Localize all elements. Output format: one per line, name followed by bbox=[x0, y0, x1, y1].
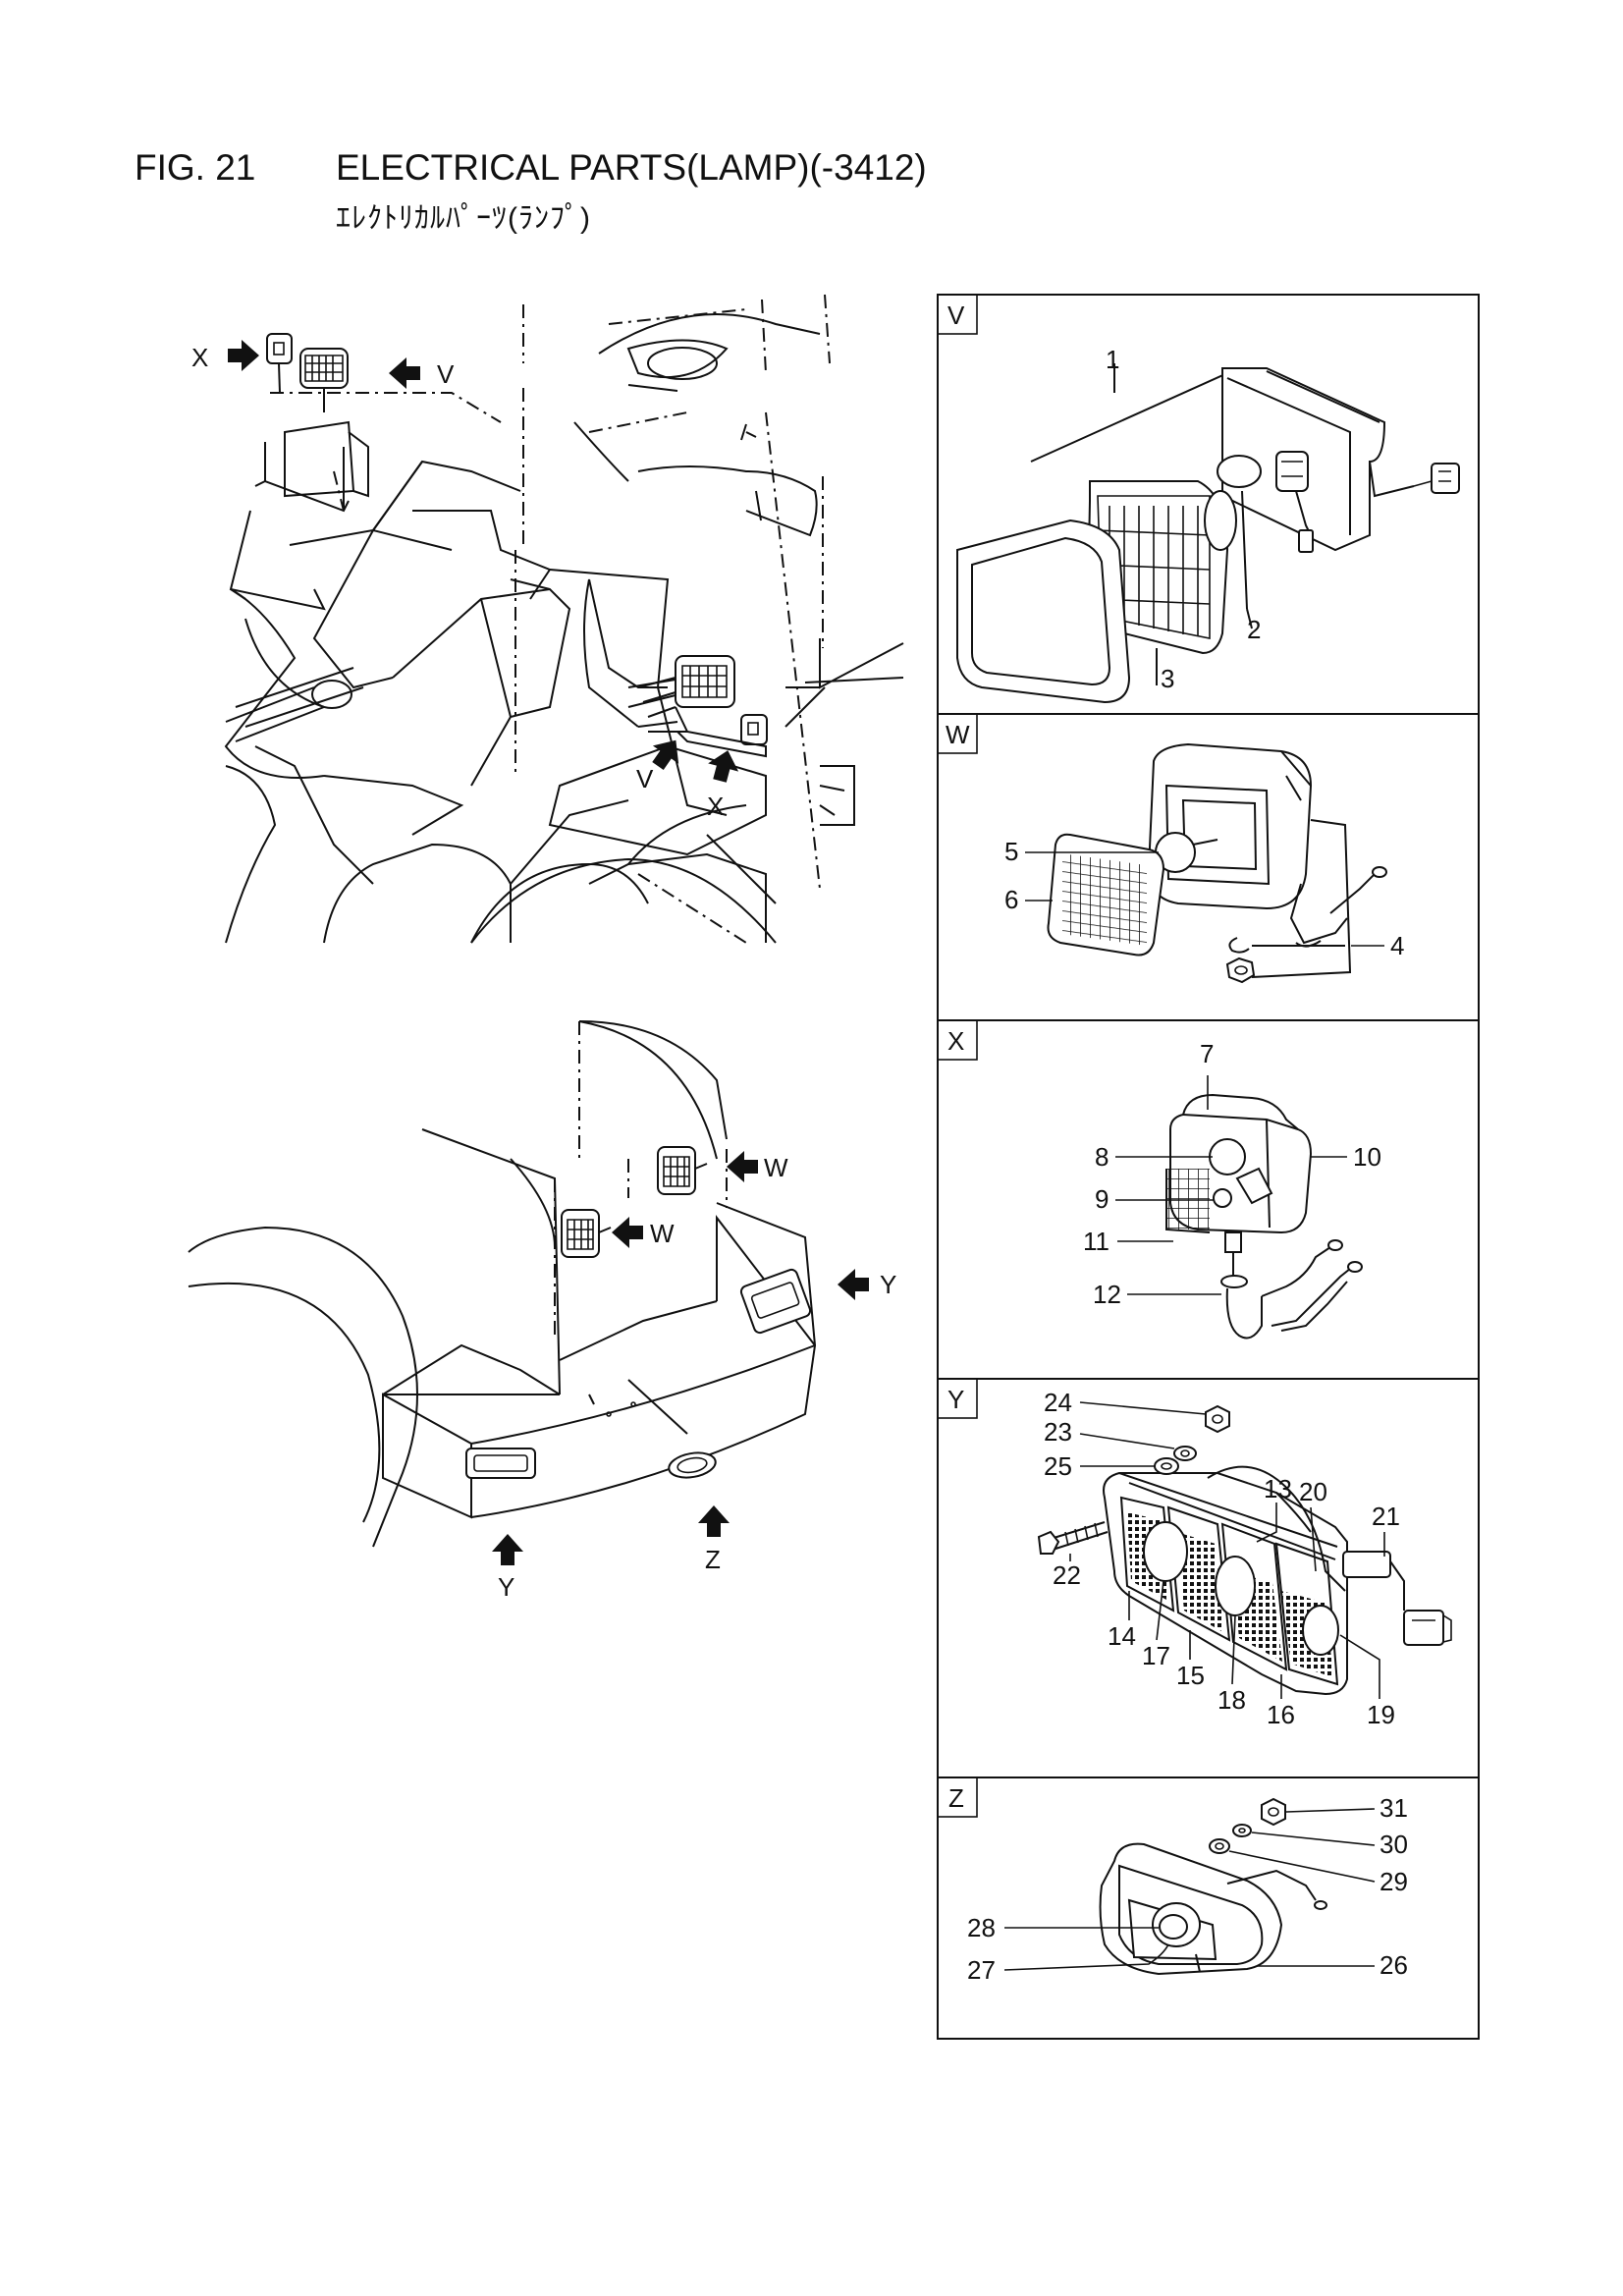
part-label-24: 24 bbox=[1044, 1388, 1072, 1417]
part-label-11: 11 bbox=[1083, 1227, 1109, 1256]
detail-panel-frame bbox=[937, 294, 1480, 2040]
part-label-12: 12 bbox=[1093, 1280, 1121, 1309]
part-label-15: 15 bbox=[1176, 1661, 1205, 1690]
callout-label-y-right: Y bbox=[880, 1270, 896, 1299]
part-label-7: 7 bbox=[1200, 1039, 1214, 1068]
part-label-29: 29 bbox=[1380, 1867, 1408, 1896]
panel-z-labels: 31 30 29 26 28 27 bbox=[967, 1793, 1408, 1985]
callout-label-z: Z bbox=[705, 1545, 721, 1574]
panel-z-drawing bbox=[1099, 1797, 1327, 1976]
part-label-21: 21 bbox=[1372, 1502, 1400, 1531]
callout-arrow-z: Z bbox=[698, 1505, 730, 1574]
panel-x-drawing bbox=[1165, 1093, 1363, 1339]
panel-x-labels: 7 8 9 10 11 12 bbox=[1083, 1039, 1381, 1309]
part-label-27: 27 bbox=[967, 1955, 996, 1985]
part-label-22: 22 bbox=[1053, 1560, 1081, 1590]
part-label-14: 14 bbox=[1108, 1621, 1136, 1651]
figure-subtitle: ｴﾚｸﾄﾘｶﾙﾊﾟｰﾂ(ﾗﾝﾌﾟ) bbox=[336, 202, 591, 235]
part-label-16: 16 bbox=[1267, 1700, 1295, 1729]
callout-arrow-w-upper: W bbox=[727, 1151, 788, 1182]
callout-arrow-y-right: Y bbox=[838, 1269, 896, 1300]
callout-arrow-w-lower: W bbox=[612, 1217, 675, 1248]
overview-bottom-illustration bbox=[188, 1020, 817, 1548]
figure-title: ELECTRICAL PARTS(LAMP)(-3412) bbox=[336, 147, 927, 188]
part-label-26: 26 bbox=[1380, 1950, 1408, 1980]
part-label-28: 28 bbox=[967, 1913, 996, 1942]
callout-arrow-x-mid: X bbox=[704, 745, 743, 821]
panel-y-labels: 24 23 25 13 20 21 22 14 17 15 18 16 19 bbox=[1044, 1388, 1400, 1729]
callout-label-w-upper: W bbox=[764, 1153, 788, 1182]
panel-v-labels: 1 2 3 bbox=[1106, 345, 1261, 693]
callout-label-v-top: V bbox=[437, 359, 455, 389]
figure-number: FIG. 21 bbox=[135, 147, 256, 188]
part-label-4: 4 bbox=[1390, 931, 1404, 960]
part-label-23: 23 bbox=[1044, 1417, 1072, 1447]
part-label-5: 5 bbox=[1004, 837, 1018, 866]
part-label-9: 9 bbox=[1095, 1184, 1109, 1214]
panel-id-y: Y bbox=[947, 1385, 964, 1414]
callout-arrow-v-top: V bbox=[389, 357, 455, 389]
part-label-31: 31 bbox=[1380, 1793, 1408, 1823]
callout-label-w-lower: W bbox=[650, 1219, 675, 1248]
panel-id-z: Z bbox=[948, 1783, 964, 1813]
part-label-2: 2 bbox=[1247, 615, 1261, 644]
part-label-13: 13 bbox=[1264, 1474, 1292, 1503]
part-label-19: 19 bbox=[1367, 1700, 1395, 1729]
part-label-1: 1 bbox=[1106, 345, 1119, 374]
part-label-8: 8 bbox=[1095, 1142, 1109, 1172]
panel-v-drawing bbox=[956, 363, 1460, 704]
part-label-17: 17 bbox=[1142, 1641, 1170, 1670]
overview-top-illustration bbox=[224, 294, 904, 944]
part-label-6: 6 bbox=[1004, 885, 1018, 914]
panel-id-w: W bbox=[946, 720, 970, 749]
panel-w-labels: 4 5 6 bbox=[1004, 837, 1404, 960]
panel-id-v: V bbox=[947, 301, 965, 330]
part-label-20: 20 bbox=[1299, 1477, 1327, 1506]
part-label-18: 18 bbox=[1217, 1685, 1246, 1715]
callout-arrow-v-mid: V bbox=[636, 731, 689, 793]
part-label-10: 10 bbox=[1353, 1142, 1381, 1172]
callout-label-x-top: X bbox=[191, 343, 208, 372]
part-label-25: 25 bbox=[1044, 1451, 1072, 1481]
callout-label-x-mid: X bbox=[707, 792, 724, 821]
callout-label-y-bottom: Y bbox=[498, 1572, 514, 1602]
part-label-30: 30 bbox=[1380, 1830, 1408, 1859]
panel-id-x: X bbox=[947, 1026, 964, 1056]
callout-label-v-mid: V bbox=[636, 764, 654, 793]
callout-arrow-y-bottom: Y bbox=[492, 1534, 523, 1602]
part-label-3: 3 bbox=[1161, 664, 1174, 693]
panel-w-drawing bbox=[1047, 742, 1387, 984]
callout-arrow-x-top: X bbox=[191, 340, 259, 372]
panel-y-drawing bbox=[1037, 1404, 1452, 1696]
